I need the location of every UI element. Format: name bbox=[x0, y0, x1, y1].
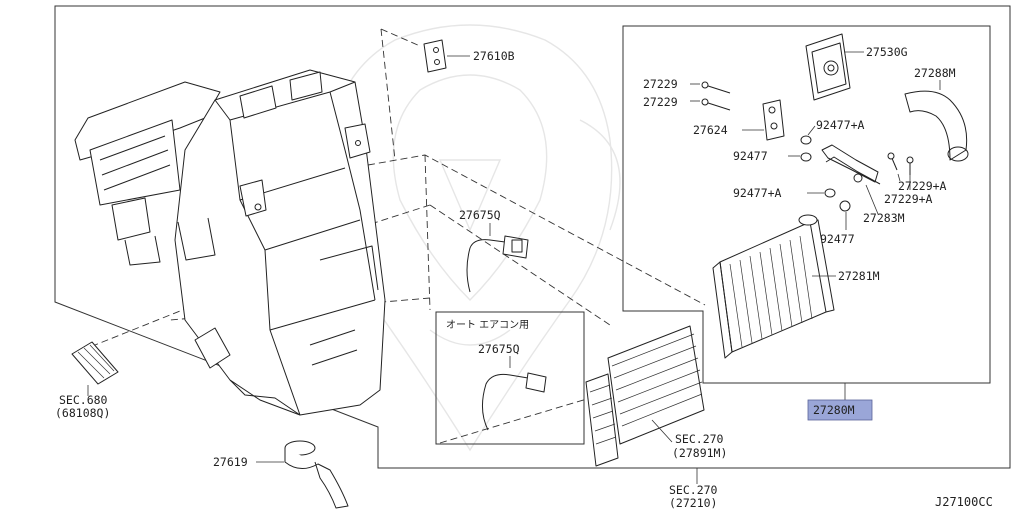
drain-27619 bbox=[256, 440, 349, 509]
auto-ac-box bbox=[435, 311, 585, 445]
sensor-27675q-top bbox=[466, 223, 529, 293]
label-27229a-2: 27229+A bbox=[884, 192, 933, 206]
label-27229-a: 27229 bbox=[643, 77, 678, 91]
label-27530g: 27530G bbox=[866, 45, 908, 59]
label-sec270-bottom-ref: (27210) bbox=[669, 496, 717, 510]
label-sec270-bottom: SEC.270 bbox=[669, 483, 718, 497]
hose-27288m bbox=[904, 80, 969, 162]
label-27229-b: 27229 bbox=[643, 95, 678, 109]
bracket-27610b bbox=[423, 39, 470, 73]
sensor-27675q-auto bbox=[482, 356, 547, 431]
label-27280m[interactable]: 27280M bbox=[813, 403, 855, 417]
label-27281m: 27281M bbox=[838, 269, 880, 283]
part-sec680 bbox=[71, 341, 119, 396]
label-92477-left: 92477 bbox=[733, 149, 768, 163]
bolts-27229 bbox=[690, 81, 731, 111]
pipe-27283m bbox=[821, 144, 881, 215]
actuator-27530g bbox=[805, 33, 864, 101]
label-27675q-auto: 27675Q bbox=[478, 342, 520, 356]
label-27619: 27619 bbox=[213, 455, 248, 469]
label-27283m: 27283M bbox=[863, 211, 905, 225]
label-sec270-filter: SEC.270 bbox=[675, 432, 724, 446]
label-27624: 27624 bbox=[693, 123, 728, 137]
evaporator-box bbox=[622, 25, 991, 384]
label-sec680-ref: (68108Q) bbox=[55, 406, 110, 420]
label-sec270-filter-ref: (27891M) bbox=[672, 446, 727, 460]
auto-ac-note: オート エアコン用 bbox=[446, 319, 529, 331]
label-92477a-top: 92477+A bbox=[816, 118, 865, 132]
label-27288m: 27288M bbox=[914, 66, 956, 80]
cabin-filter bbox=[585, 325, 705, 467]
label-27229a-1: 27229+A bbox=[898, 179, 947, 193]
hvac-unit-housing bbox=[74, 69, 386, 416]
valve-27624 bbox=[742, 99, 785, 141]
label-sec680: SEC.680 bbox=[59, 393, 108, 407]
assembly-27280m-highlight[interactable] bbox=[807, 399, 873, 421]
main-frame bbox=[54, 5, 1011, 469]
label-27610b: 27610B bbox=[473, 49, 515, 63]
diagram-code: J27100CC bbox=[935, 495, 993, 509]
evaporator-27281m bbox=[712, 214, 836, 359]
o-rings bbox=[788, 125, 851, 230]
bolts-27229a bbox=[887, 152, 914, 190]
label-92477a-mid: 92477+A bbox=[733, 186, 782, 200]
label-27675q-top: 27675Q bbox=[459, 208, 501, 222]
label-92477-right: 92477 bbox=[820, 232, 855, 246]
